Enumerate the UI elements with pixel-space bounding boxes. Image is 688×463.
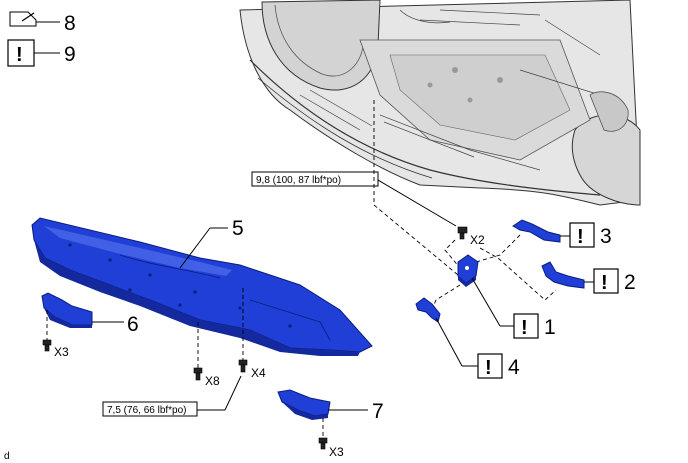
qty-x3-bottom: X3 xyxy=(329,445,344,459)
bolt-x8 xyxy=(193,367,203,381)
label-part-7: 7 xyxy=(372,400,384,423)
center-bracket xyxy=(457,254,479,287)
clip-part-2 xyxy=(541,261,585,289)
label-part-5: 5 xyxy=(232,217,244,240)
torque-spec-upper-box xyxy=(251,171,379,187)
torque-spec-lower: 7,5 (76, 66 lbf*po) xyxy=(107,405,187,416)
caution-icon-part-4 xyxy=(477,353,503,379)
vehicle-underbody xyxy=(239,0,641,206)
side-cover-left xyxy=(41,292,93,328)
symbol-part-3: ! xyxy=(577,226,584,248)
corner-mark: d xyxy=(4,451,10,462)
label-part-1: 1 xyxy=(544,316,556,339)
label-part-6: 6 xyxy=(127,313,139,336)
qty-x4: X4 xyxy=(251,366,266,380)
caution-icon-part-3 xyxy=(569,222,595,248)
clip-part-3 xyxy=(512,219,561,243)
label-part-4: 4 xyxy=(508,356,520,379)
bolt-x2 xyxy=(457,226,468,240)
symbol-part-1: ! xyxy=(521,317,528,339)
label-part-2: 2 xyxy=(624,271,636,294)
torque-spec-upper: 9,8 (100, 87 lbf*po) xyxy=(256,175,341,186)
caution-icon-part-2 xyxy=(593,268,619,294)
label-part-3: 3 xyxy=(600,225,612,248)
caution-icon xyxy=(7,39,35,67)
torque-spec-lower-box xyxy=(102,401,198,417)
legend-8-number: 8 xyxy=(64,12,76,35)
legend-torque-item: 8 xyxy=(9,11,76,35)
legend-caution-item: ! 9 xyxy=(7,39,76,67)
bolt-x3-bottom xyxy=(318,437,328,450)
engine-under-cover xyxy=(31,217,373,356)
qty-x2: X2 xyxy=(470,233,485,247)
bolt-x3-left xyxy=(42,339,52,352)
legend-9-number: 9 xyxy=(64,43,76,66)
qty-x3-left: X3 xyxy=(54,345,69,359)
bolt-x4 xyxy=(238,359,248,373)
side-cover-bottom xyxy=(277,389,331,420)
qty-x8: X8 xyxy=(205,374,220,388)
symbol-part-2: ! xyxy=(601,272,608,294)
symbol-part-4: ! xyxy=(485,357,492,379)
caution-icon-part-1 xyxy=(513,313,539,339)
legend-9-symbol: ! xyxy=(16,44,23,66)
